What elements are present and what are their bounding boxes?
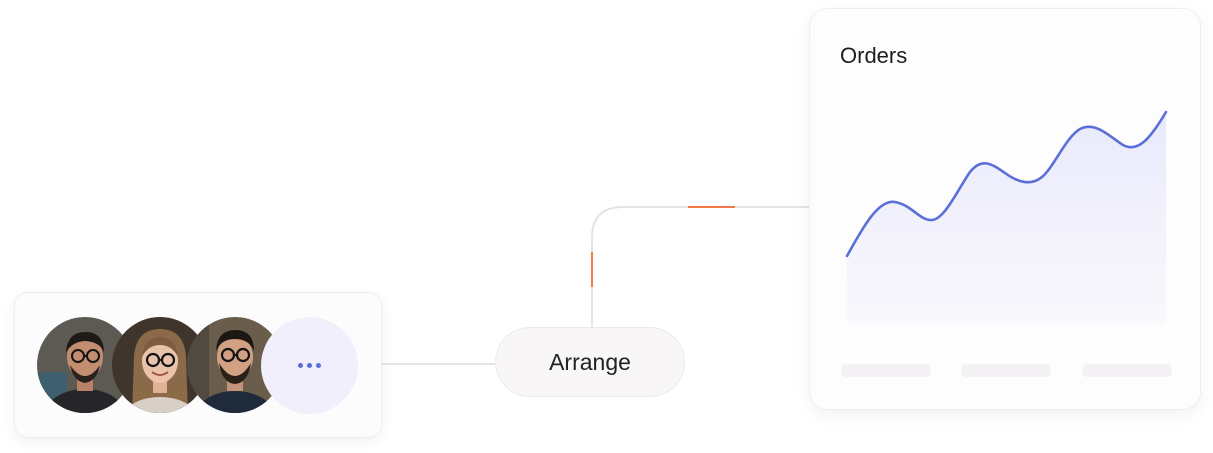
- orders-line-chart: [845, 110, 1168, 324]
- team-avatars-card[interactable]: [14, 292, 382, 438]
- placeholder-bar: [1082, 364, 1172, 377]
- person-icon: [37, 317, 133, 413]
- orders-line: [845, 110, 1168, 258]
- orders-area: [847, 112, 1166, 324]
- placeholder-bar: [841, 364, 931, 377]
- ellipsis-icon: [298, 363, 321, 368]
- arrange-label: Arrange: [549, 348, 631, 375]
- arrange-node[interactable]: Arrange: [495, 327, 685, 397]
- person-icon: [112, 317, 208, 413]
- orders-card[interactable]: Orders: [809, 8, 1201, 410]
- connector-arrange-to-orders: [591, 206, 809, 327]
- placeholder-bar: [961, 364, 1051, 377]
- avatar[interactable]: [112, 317, 208, 413]
- orders-title: Orders: [840, 43, 908, 68]
- more-avatars-button[interactable]: [261, 317, 358, 414]
- avatar[interactable]: [37, 317, 133, 413]
